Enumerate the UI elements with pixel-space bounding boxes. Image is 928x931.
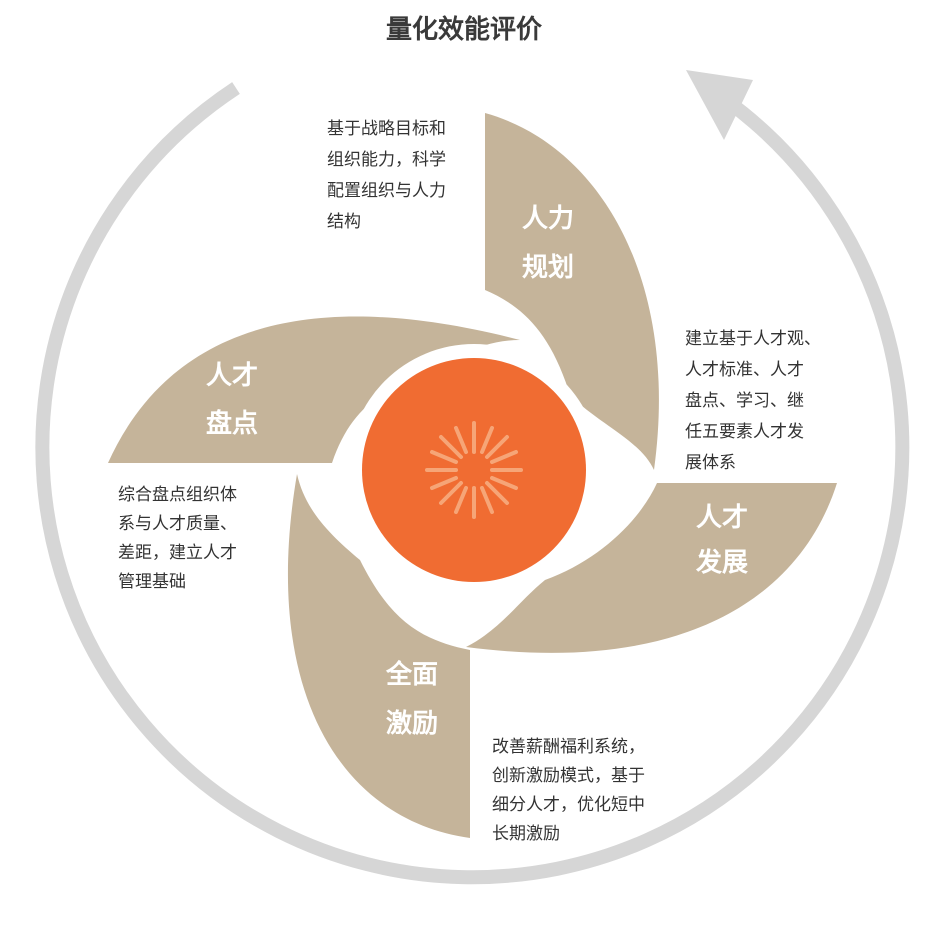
blade-label-planning-1: 人力 (522, 204, 574, 234)
blade-label-review-1: 人才 (206, 361, 258, 391)
desc-line: 细分人才，优化短中 (492, 795, 645, 815)
blade-label-incentive-1: 全面 (385, 659, 438, 690)
desc-line: 组织能力，科学 (327, 150, 446, 170)
blade-review (108, 316, 520, 463)
desc-incentive: 改善薪酬福利系统， 创新激励模式，基于 细分人才，优化短中 长期激励 (492, 737, 645, 844)
blade-label-incentive-2: 激励 (386, 708, 438, 739)
blade-incentive (287, 474, 470, 838)
cycle-arrowhead-icon (686, 70, 753, 140)
blade-label-planning-2: 规划 (522, 253, 574, 283)
desc-line: 盘点、学习、继 (685, 391, 804, 411)
desc-line: 建立基于人才观、 (685, 329, 821, 349)
desc-line: 基于战略目标和 (327, 119, 446, 139)
cycle-ring (35, 82, 910, 885)
blade-label-review-2: 盘点 (206, 408, 258, 439)
desc-line: 管理基础 (118, 572, 186, 592)
desc-line: 结构 (327, 212, 361, 232)
desc-line: 综合盘点组织体 (118, 485, 237, 505)
desc-line: 系与人才质量、 (118, 514, 237, 534)
blade-planning (485, 113, 659, 470)
desc-line: 长期激励 (492, 824, 560, 844)
desc-development: 建立基于人才观、 人才标准、人才 盘点、学习、继 任五要素人才发 展体系 (685, 329, 821, 473)
desc-line: 改善薪酬福利系统， (492, 737, 645, 757)
desc-review: 综合盘点组织体 系与人才质量、 差距，建立人才 管理基础 (118, 485, 237, 592)
blade-development (466, 483, 837, 653)
desc-line: 配置组织与人力 (327, 181, 446, 201)
sunburst-icon (425, 421, 523, 519)
desc-line: 人才标准、人才 (685, 360, 804, 380)
center-disc (362, 358, 586, 582)
desc-line: 创新激励模式，基于 (492, 766, 645, 786)
desc-planning: 基于战略目标和 组织能力，科学 配置组织与人力 结构 (327, 119, 446, 232)
blades (108, 113, 837, 838)
desc-line: 任五要素人才发 (685, 422, 804, 442)
desc-line: 展体系 (685, 453, 736, 473)
desc-line: 差距，建立人才 (118, 543, 237, 563)
diagram-title: 量化效能评价 (386, 14, 543, 45)
blade-label-development-2: 发展 (695, 547, 748, 578)
blade-label-development-1: 人才 (696, 503, 748, 533)
